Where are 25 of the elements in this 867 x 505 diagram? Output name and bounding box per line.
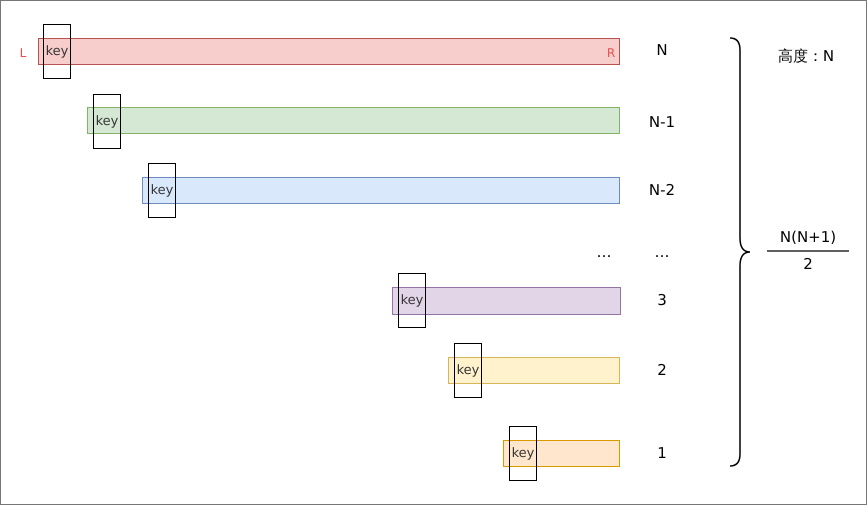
fraction-numerator: N(N+1) (780, 228, 836, 246)
key-box: key (43, 24, 71, 79)
ellipsis: … (596, 243, 612, 261)
array-bar (392, 287, 621, 315)
height-label: 3 (657, 291, 667, 309)
height-label: N (656, 41, 668, 59)
end-label: R (606, 45, 616, 62)
fraction-denominator: 2 (803, 255, 813, 273)
end-label: L (20, 45, 26, 62)
key-box: key (148, 163, 176, 218)
array-bar (87, 107, 620, 134)
height-label: N-2 (648, 181, 676, 199)
key-box: key (398, 273, 426, 328)
array-bar (142, 177, 620, 204)
array-bar (38, 38, 620, 65)
height-label: 2 (657, 361, 667, 379)
ellipsis: … (654, 243, 670, 261)
height-caption: 高度：N (778, 47, 834, 65)
key-box: key (509, 426, 537, 481)
array-bar (503, 440, 620, 467)
key-box: key (454, 343, 482, 398)
height-label: 1 (657, 444, 667, 462)
key-box: key (93, 94, 121, 149)
height-label: N-1 (648, 113, 676, 131)
array-bar (448, 357, 620, 384)
